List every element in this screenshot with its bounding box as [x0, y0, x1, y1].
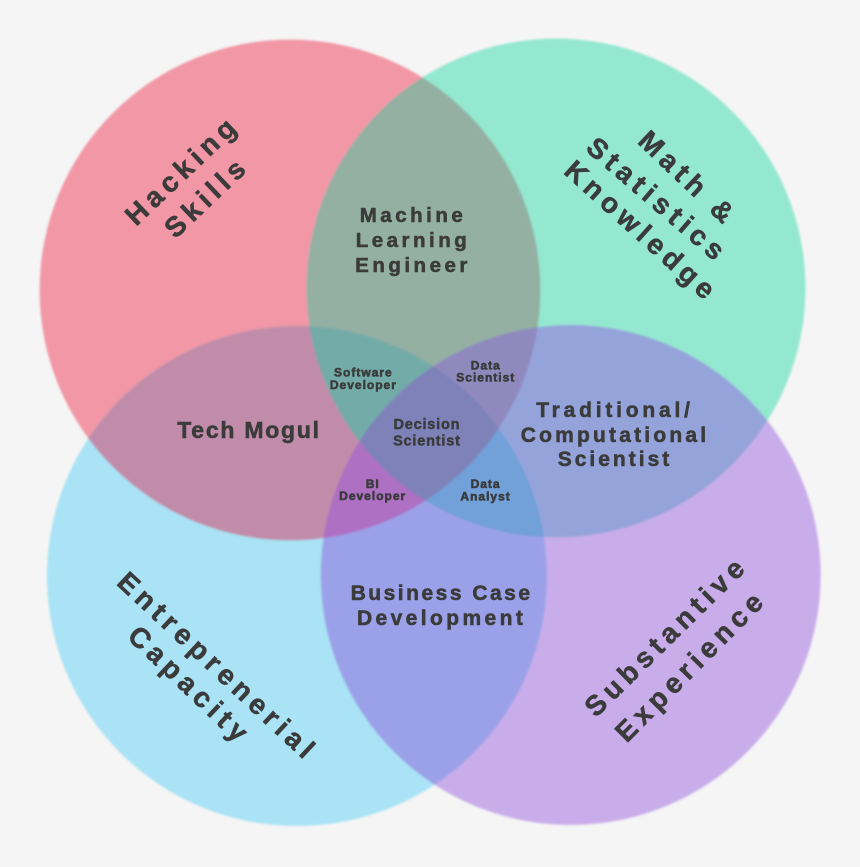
svg-text:Machine: Machine	[360, 204, 467, 227]
svg-text:Decision: Decision	[393, 417, 460, 433]
svg-text:Data: Data	[471, 359, 501, 373]
svg-text:Scientist: Scientist	[456, 370, 515, 384]
svg-text:Analyst: Analyst	[460, 490, 510, 504]
svg-text:Computational: Computational	[521, 424, 710, 447]
svg-text:Scientist: Scientist	[393, 434, 461, 450]
svg-text:Developer: Developer	[339, 489, 406, 503]
svg-text:Data: Data	[471, 477, 501, 491]
svg-text:Development: Development	[357, 607, 526, 630]
svg-text:Traditional/: Traditional/	[536, 399, 694, 422]
svg-text:Scientist: Scientist	[558, 448, 673, 471]
svg-text:Learning: Learning	[356, 229, 471, 252]
svg-text:Software: Software	[334, 365, 393, 379]
svg-text:Developer: Developer	[330, 378, 397, 392]
svg-text:Tech Mogul: Tech Mogul	[177, 417, 321, 443]
svg-text:Engineer: Engineer	[355, 254, 471, 277]
svg-text:BI: BI	[366, 477, 380, 491]
svg-text:Business Case: Business Case	[351, 582, 533, 605]
